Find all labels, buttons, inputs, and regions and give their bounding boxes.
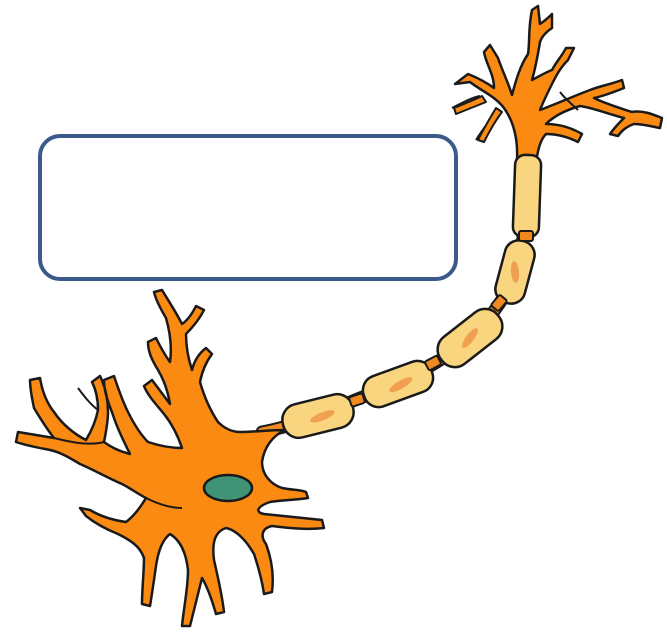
label-box[interactable] — [38, 134, 458, 281]
myelin-sheath — [279, 391, 357, 441]
myelin-sheath — [513, 155, 542, 238]
axon-terminal-icon — [452, 6, 662, 162]
cell-body-shape — [16, 290, 324, 626]
dendrites-icon — [16, 290, 324, 626]
myelin-sheath — [431, 302, 509, 373]
nucleus-icon — [204, 475, 252, 501]
node-of-ranvier — [519, 231, 533, 241]
